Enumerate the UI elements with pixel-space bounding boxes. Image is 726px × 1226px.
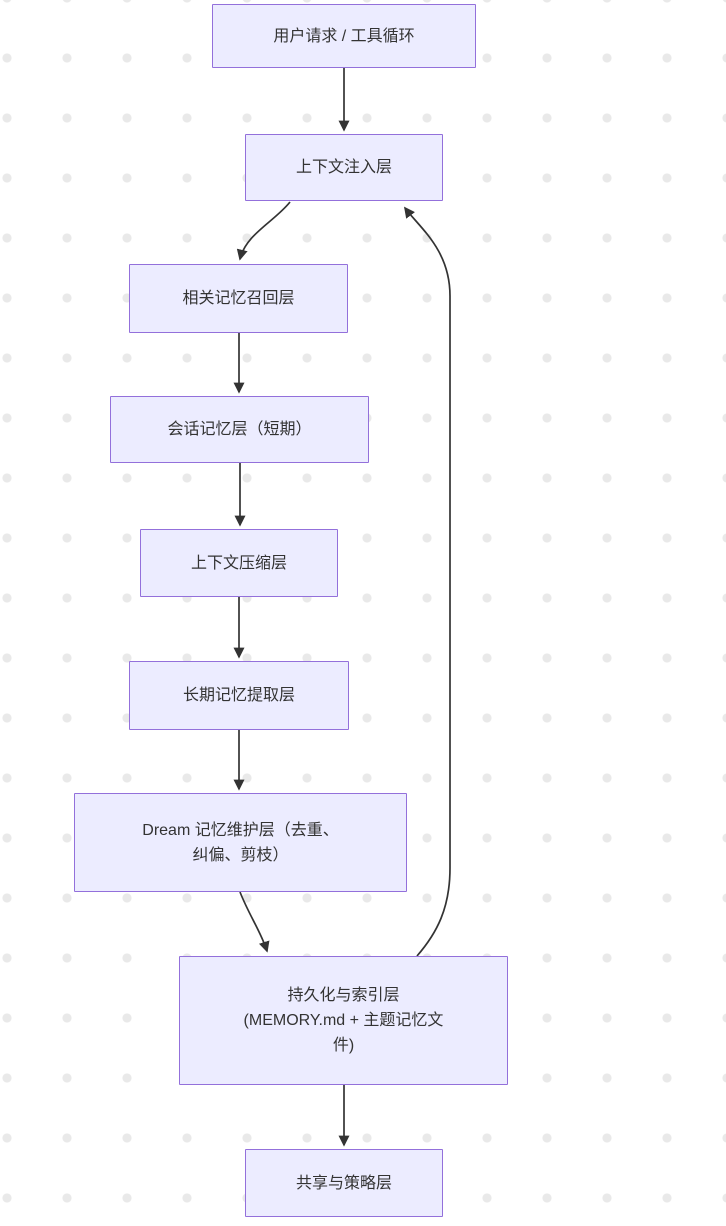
node-sharing-strategy: 共享与策略层 [245,1149,443,1217]
node-sharing-strategy-label: 共享与策略层 [295,1174,392,1192]
node-memory-recall-label: 相关记忆召回层 [182,290,295,307]
node-context-injection-label: 上下文注入层 [295,159,392,176]
edge-dream-maintenance-to-persistence-index [239,891,270,953]
node-context-compression-label: 上下文压缩层 [190,554,287,572]
node-dream-maintenance: Dream 记忆维护层（去重、 纠偏、剪枝） [74,793,407,892]
node-session-memory-label: 会话记忆层（短期） [167,421,312,438]
node-dream-maintenance-label: Dream 记忆维护层（去重、 纠偏、剪枝） [142,821,339,864]
node-user-request-label: 用户请求 / 工具循环 [273,27,415,45]
edge-persistence-index-to-context-injection-feedback [404,206,451,957]
node-context-injection: 上下文注入层 [245,134,443,201]
node-longterm-extraction: 长期记忆提取层 [129,661,349,730]
node-persistence-index-label: 持久化与索引层 (MEMORY.md + 主题记忆文 件) [243,987,444,1054]
node-persistence-index: 持久化与索引层 (MEMORY.md + 主题记忆文 件) [179,956,508,1085]
edge-context-injection-to-memory-recall [236,201,291,261]
node-memory-recall: 相关记忆召回层 [129,264,348,333]
node-user-request: 用户请求 / 工具循环 [212,4,476,68]
node-session-memory: 会话记忆层（短期） [110,396,369,463]
node-longterm-extraction-label: 长期记忆提取层 [182,687,295,704]
node-context-compression: 上下文压缩层 [140,529,338,597]
